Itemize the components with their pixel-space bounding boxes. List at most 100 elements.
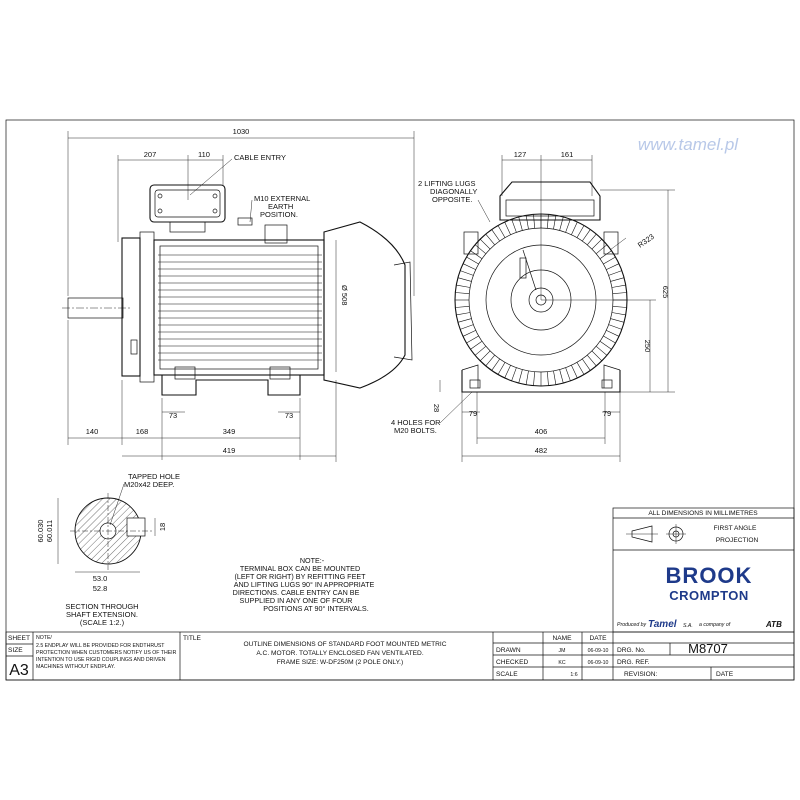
end-fin (559, 369, 564, 384)
end-fin (460, 324, 474, 330)
end-fin (479, 350, 491, 362)
label-lugs-1: 2 LIFTING LUGS (418, 179, 476, 188)
end-fin (497, 362, 506, 375)
label-earth-1: M10 EXTERNAL (254, 194, 310, 203)
end-fin (576, 225, 585, 238)
dim-52: 52.8 (93, 584, 108, 593)
label-holes-2: M20 BOLTS. (394, 426, 437, 435)
revision-label: REVISION: (624, 671, 658, 678)
checked-date: 06-09-10 (588, 660, 609, 666)
dim-625: 625 (661, 286, 670, 299)
label-section-1: SECTION THROUGH (65, 602, 138, 611)
dim-250: 250 (643, 340, 652, 353)
dim-482: 482 (535, 446, 548, 455)
end-fin (470, 341, 483, 350)
brand-logo-line-1: BROOK (666, 563, 753, 588)
frame-fins (158, 254, 322, 361)
end-fin (612, 306, 627, 308)
end-fin (518, 216, 523, 231)
label-tapped-2: M20x42 DEEP. (124, 480, 174, 489)
label-section-2: SHAFT EXTENSION. (66, 610, 138, 619)
endplay-note-line: MACHINES WITHOUT ENDPLAY. (36, 664, 115, 670)
sheet-label: SHEET (8, 635, 30, 642)
title-block-bottom: SHEET SIZE A3 NOTE/ 2.5 ENDPLAY WILL BE … (5, 631, 795, 681)
producer-suffix: S.A. (683, 623, 693, 629)
dim-28: 28 (432, 404, 441, 412)
label-lugs-2: DIAGONALLY (430, 187, 477, 196)
date-header: DATE (589, 635, 607, 642)
end-fin (511, 367, 517, 381)
end-fin (587, 233, 597, 245)
end-fin (518, 369, 523, 384)
checked-name: KC (558, 660, 565, 666)
dim-110: 110 (198, 150, 210, 159)
end-fins (455, 214, 627, 386)
end-fin (547, 214, 549, 229)
dim-dia-max: 60.030 (36, 520, 45, 543)
drawn-name: JM (559, 648, 566, 654)
projection-line-1: FIRST ANGLE (714, 525, 757, 532)
dim-overall-length: 1030 (233, 127, 250, 136)
end-fin (603, 256, 616, 265)
drawn-date: 06-09-10 (588, 648, 609, 654)
end-fin (456, 312, 471, 316)
end-fin (457, 277, 472, 282)
end-fin (553, 370, 557, 385)
end-fin (455, 306, 470, 308)
dim-207: 207 (144, 150, 157, 159)
end-fin (591, 350, 603, 362)
end-fin (485, 233, 495, 245)
end-fin (511, 219, 517, 233)
dim-140: 140 (86, 427, 99, 436)
label-earth-3: POSITION. (260, 210, 298, 219)
projection-line-2: PROJECTION (716, 537, 759, 544)
scale-label: SCALE (496, 671, 518, 678)
note-line: SUPPLIED IN ANY ONE OF FOUR (240, 596, 353, 605)
size-label: SIZE (8, 647, 23, 654)
end-fin (571, 221, 578, 235)
rev-date-label: DATE (716, 671, 734, 678)
side-view: 1030 207 110 CABLE ENTRY M10 EXTERNAL EA… (62, 127, 415, 462)
end-fin (533, 371, 535, 386)
scale-value: 1:6 (570, 672, 577, 678)
name-header: NAME (552, 635, 572, 642)
end-fin (466, 256, 479, 265)
end-fin (576, 362, 585, 375)
end-fin (582, 229, 591, 242)
note-heading: NOTE:- (300, 556, 325, 565)
dim-73-left: 73 (169, 411, 177, 420)
end-fin (491, 229, 500, 242)
end-fin (610, 277, 625, 282)
label-lugs-3: OPPOSITE. (432, 195, 472, 204)
end-fin (610, 318, 625, 323)
end-fin (591, 238, 603, 250)
dim-73-right: 73 (285, 411, 293, 420)
end-fin (466, 335, 479, 344)
title-block-right: ALL DIMENSIONS IN MILLIMETRES FIRST ANGL… (612, 507, 795, 633)
end-fin (504, 221, 511, 235)
dim-79-right: 79 (603, 409, 611, 418)
company-of-label: a company of (699, 622, 731, 628)
end-fin (596, 346, 608, 356)
dim-161: 161 (561, 150, 574, 159)
end-fin (603, 335, 616, 344)
dim-diameter: Ø 508 (340, 285, 349, 305)
end-fin (606, 263, 620, 270)
dim-18: 18 (158, 523, 167, 531)
end-fin (606, 330, 620, 337)
drg-no-value: M8707 (688, 641, 728, 656)
end-fin (599, 250, 612, 259)
note-line: (LEFT OR RIGHT) BY REFITTING FEET (234, 572, 366, 581)
end-fin (587, 355, 597, 367)
title-line: A.C. MOTOR. TOTALLY ENCLOSED FAN VENTILA… (256, 650, 423, 657)
end-fin (470, 250, 483, 259)
endplay-note-line: 2.5 ENDPLAY WILL BE PROVIDED FOR ENDTHRU… (36, 643, 165, 649)
brand-logo-line-2: CROMPTON (669, 588, 749, 603)
end-view: 127 161 2 LIFTING LUGS DIAGONALLY OPPOSI… (391, 150, 675, 462)
end-fin (565, 367, 571, 381)
label-section-3: (SCALE 1:2.) (80, 618, 125, 627)
note-line: DIRECTIONS. CABLE ENTRY CAN BE (233, 588, 360, 597)
dim-127: 127 (514, 150, 527, 159)
producer-logo: Tamel (648, 619, 677, 630)
